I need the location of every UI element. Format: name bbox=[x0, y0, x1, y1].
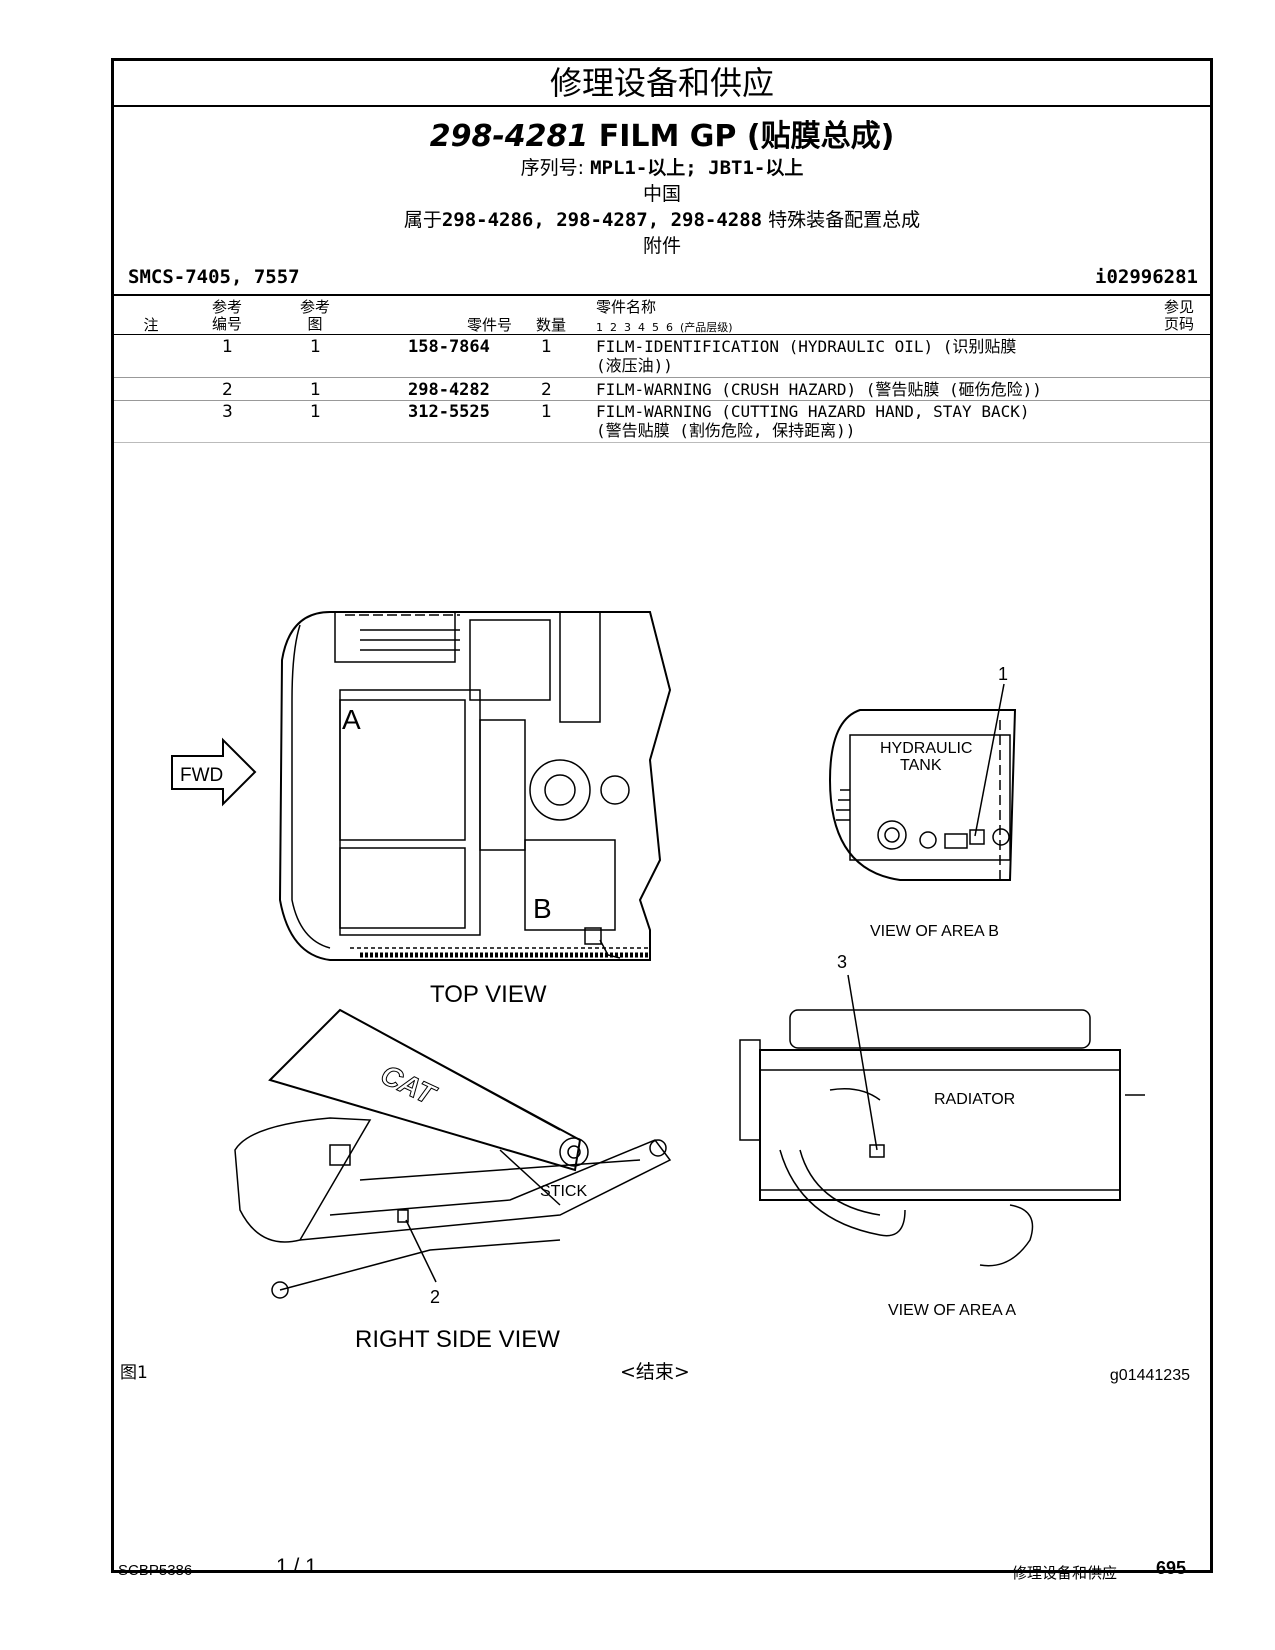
part-name-cn: (贴膜总成) bbox=[746, 119, 895, 154]
row-part: 298-4282 bbox=[408, 380, 490, 400]
row-qty: 2 bbox=[541, 380, 552, 400]
row-fig: 1 bbox=[310, 402, 321, 422]
page-frame: 修理设备和供应 298-4281 FILM GP (贴膜总成) 序列号: MPL… bbox=[111, 58, 1213, 1573]
part-name: FILM GP bbox=[598, 119, 737, 154]
col-part-no: 零件号 bbox=[466, 316, 512, 334]
serial-value: MPL1-以上; JBT1-以上 bbox=[590, 157, 804, 179]
col-note: 注 bbox=[143, 316, 159, 334]
footer-page-fraction: 1 / 1 bbox=[276, 1555, 317, 1578]
row-divider bbox=[114, 377, 1210, 378]
col-name: 零件名称 bbox=[596, 298, 657, 316]
col-page: 参见 页码 bbox=[1163, 298, 1194, 333]
footer-doc-code: SCBP5386 bbox=[118, 1562, 193, 1579]
header-rule bbox=[114, 334, 1210, 335]
part-title: 298-4281 FILM GP (贴膜总成) bbox=[114, 119, 1210, 155]
row-desc: FILM-WARNING (CUTTING HAZARD HAND, STAY … bbox=[596, 402, 1029, 440]
col-ref-no: 参考 编号 bbox=[211, 298, 242, 333]
row-divider bbox=[114, 442, 1210, 443]
footer-section: 修理设备和供应 bbox=[1012, 1564, 1118, 1582]
belongs-line: 属于298-4286, 298-4287, 298-4288 特殊装备配置总成 bbox=[114, 207, 1210, 233]
serial-line: 序列号: MPL1-以上; JBT1-以上 bbox=[114, 155, 1210, 181]
row-desc-2: (液压油)) bbox=[596, 356, 673, 375]
country: 中国 bbox=[642, 183, 681, 205]
attachment: 附件 bbox=[642, 235, 681, 257]
belongs-suffix: 特殊装备配置总成 bbox=[768, 209, 921, 231]
serial-label: 序列号: bbox=[520, 157, 585, 179]
row-part: 312-5525 bbox=[408, 402, 490, 422]
col-ref-fig: 参考 图 bbox=[299, 298, 330, 333]
row-fig: 1 bbox=[310, 380, 321, 400]
row-ref: 1 bbox=[222, 337, 233, 357]
row-qty: 1 bbox=[541, 402, 552, 422]
row-desc-2: (警告贴膜 (割伤危险, 保持距离)) bbox=[596, 421, 856, 440]
title-block: 298-4281 FILM GP (贴膜总成) 序列号: MPL1-以上; JB… bbox=[114, 119, 1210, 259]
page-title: 修理设备和供应 bbox=[114, 61, 1210, 107]
belongs-parts: 298-4286, 298-4287, 298-4288 bbox=[441, 209, 763, 231]
row-divider bbox=[114, 400, 1210, 401]
row-desc-1: FILM-IDENTIFICATION (HYDRAULIC OIL) (识别贴… bbox=[596, 337, 1017, 356]
row-desc-1: FILM-WARNING (CRUSH HAZARD) (警告贴膜 (砸伤危险)… bbox=[596, 380, 1042, 399]
row-part: 158-7864 bbox=[408, 337, 490, 357]
row-desc-1: FILM-WARNING (CUTTING HAZARD HAND, STAY … bbox=[596, 402, 1030, 421]
part-number: 298-4281 bbox=[429, 119, 589, 154]
row-qty: 1 bbox=[541, 337, 552, 357]
row-ref: 2 bbox=[222, 380, 233, 400]
row-desc: FILM-IDENTIFICATION (HYDRAULIC OIL) (识别贴… bbox=[596, 337, 1016, 375]
smcs-code: SMCS-7405, 7557 bbox=[128, 266, 300, 288]
belongs-prefix: 属于 bbox=[403, 209, 442, 231]
footer-page-number: 695 bbox=[1156, 1558, 1187, 1578]
col-levels: 1 2 3 4 5 6 (产品层级) bbox=[596, 321, 733, 334]
doc-id: i02996281 bbox=[1095, 266, 1198, 288]
row-fig: 1 bbox=[310, 337, 321, 357]
col-qty: 数量 bbox=[535, 316, 566, 334]
row-ref: 3 bbox=[222, 402, 233, 422]
row-desc: FILM-WARNING (CRUSH HAZARD) (警告贴膜 (砸伤危险)… bbox=[596, 380, 1042, 399]
table-top-rule bbox=[114, 294, 1210, 296]
